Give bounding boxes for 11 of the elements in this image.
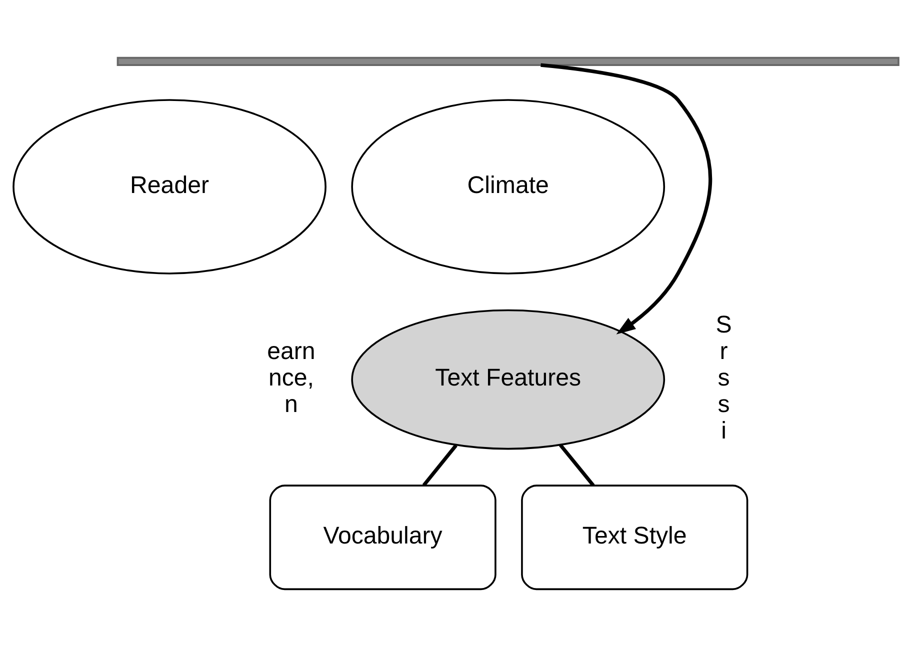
node-ellipse: Reader — [12, 99, 326, 274]
node-bar — [116, 56, 900, 66]
connector — [422, 444, 458, 486]
node-box: Text Style — [521, 484, 748, 590]
node-box: Vocabulary — [269, 484, 496, 590]
label: earn nce, n — [267, 338, 316, 418]
label: S r s s i — [716, 312, 732, 445]
node-ellipse: Climate — [351, 99, 666, 274]
connector — [558, 444, 595, 487]
arrow — [540, 63, 712, 334]
node-ellipse: Text Features — [351, 309, 666, 450]
